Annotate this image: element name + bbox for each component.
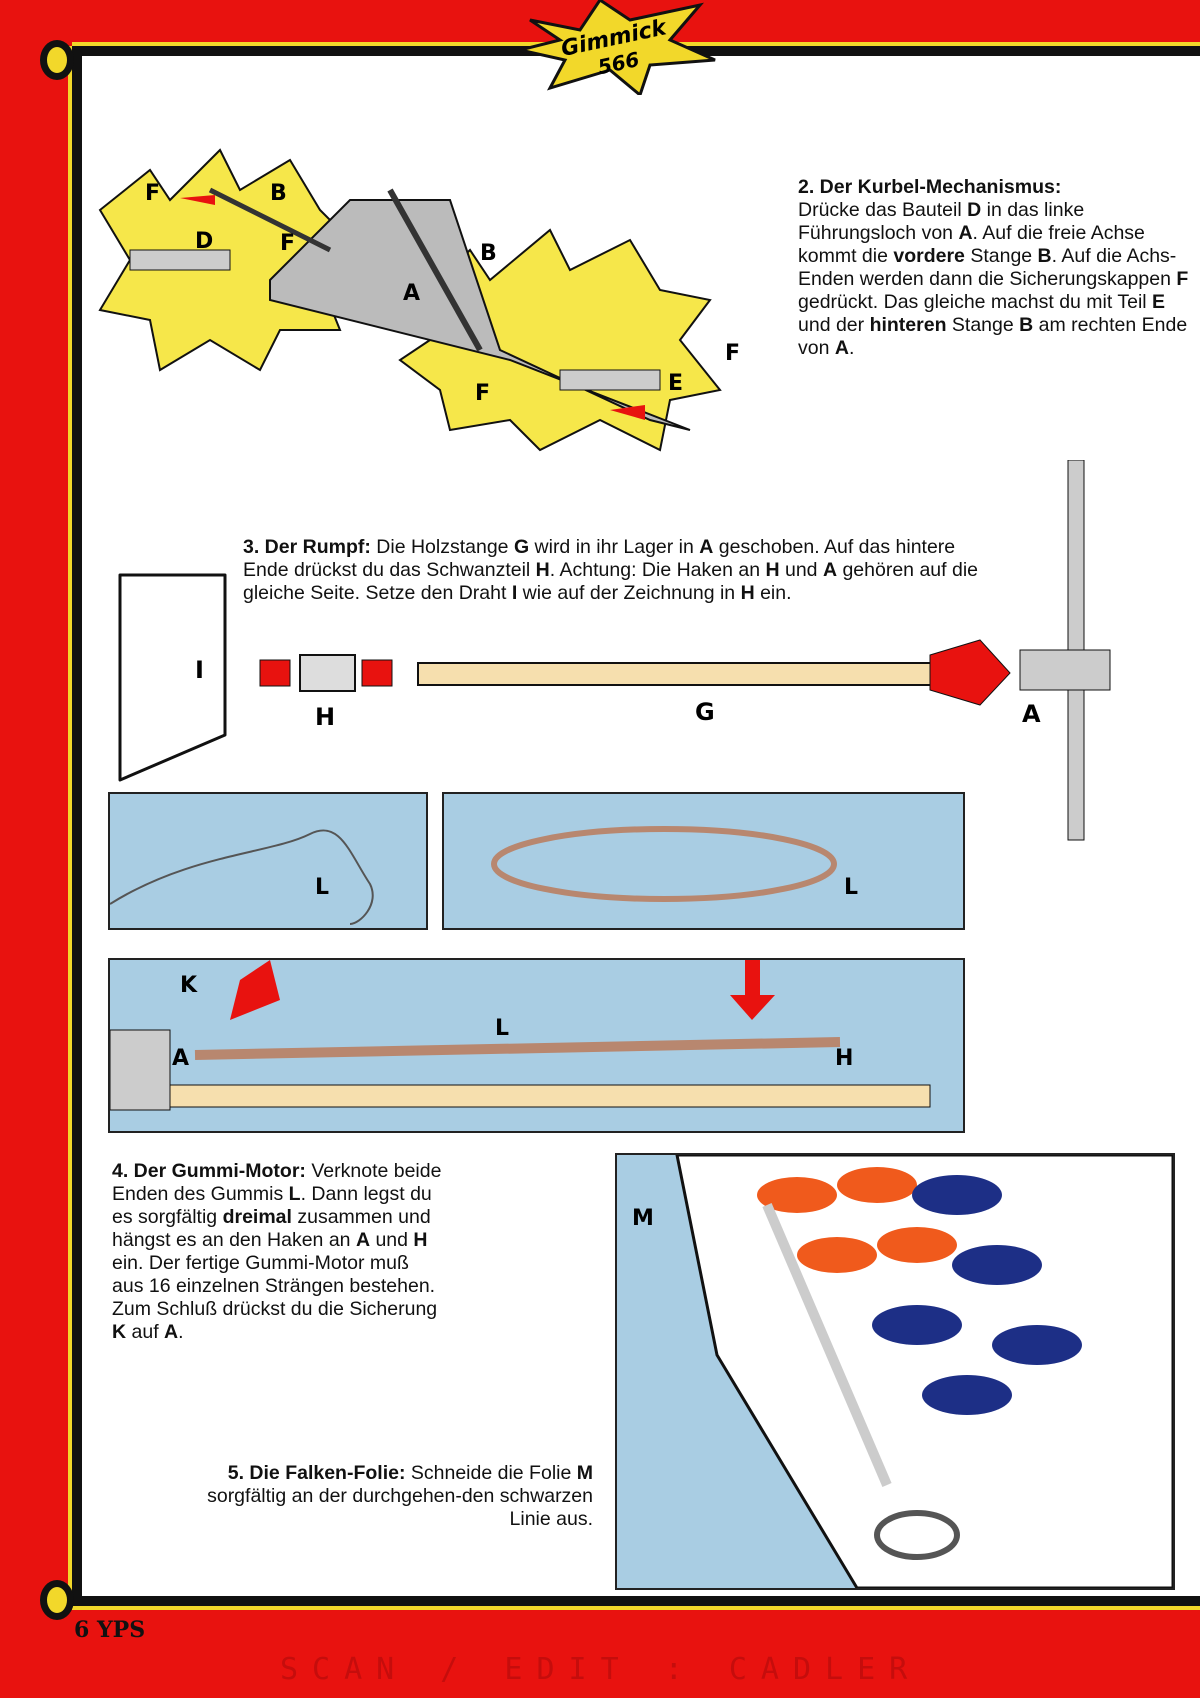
text-fragment: A — [699, 536, 714, 558]
text-fragment: A — [958, 222, 973, 244]
knot-photo-panel: L — [108, 792, 428, 930]
text-fragment: zusammen und hängst es an den Haken an — [112, 1206, 431, 1251]
label-m: M — [632, 1206, 654, 1231]
text-fragment: Drücke das Bauteil — [798, 199, 968, 221]
text-fragment: . Dann legst du es sorgfältig — [112, 1183, 432, 1228]
text-fragment: M — [576, 1462, 593, 1484]
label-b: B — [270, 181, 287, 206]
text-fragment: vordere — [893, 245, 965, 267]
page-folio: 6 YPS — [74, 1617, 146, 1643]
border-curl-bottom — [40, 1580, 74, 1620]
text-fragment: Stange — [946, 314, 1020, 336]
section3-text: 3. Der Rumpf: Die Holzstange G wird in i… — [243, 536, 1003, 605]
text-fragment: wird in ihr Lager in — [529, 536, 700, 558]
gimmick-badge: Gimmick 566 — [520, 0, 716, 95]
text-fragment: ein. Der fertige Gummi-Motor muß aus 16 … — [112, 1252, 438, 1320]
section5-title: 5. Die Falken-Folie: — [227, 1462, 406, 1484]
label-f: F — [725, 341, 740, 366]
text-fragment: A — [834, 337, 849, 359]
label-h: H — [835, 1046, 853, 1071]
scan-watermark: SCAN / EDIT : CADLER — [280, 1652, 922, 1687]
text-fragment: B — [1037, 245, 1052, 267]
text-fragment: Schneide die Folie — [405, 1462, 577, 1484]
text-fragment: geschoben. Auf das hintere Ende drückst … — [243, 536, 956, 581]
text-fragment: A — [355, 1229, 371, 1251]
text-fragment: H — [740, 582, 755, 604]
text-fragment: . — [178, 1321, 184, 1343]
text-fragment: gedrückt. Das gleiche machst du mit Teil — [798, 291, 1153, 313]
text-fragment: wie auf der Zeichnung in — [517, 582, 741, 604]
label-l: L — [315, 875, 329, 900]
section5-text: 5. Die Falken-Folie: Schneide die Folie … — [195, 1462, 593, 1531]
fuselage-illustration: I H G A — [118, 460, 1111, 841]
label-l: L — [844, 875, 858, 900]
text-fragment: auf — [126, 1321, 165, 1343]
text-fragment: und — [370, 1229, 414, 1251]
label-a: A — [1022, 700, 1041, 728]
text-fragment: D — [967, 199, 982, 221]
text-fragment: hinteren — [869, 314, 947, 336]
text-fragment: am rechten Ende von — [798, 314, 1188, 359]
label-h: H — [315, 703, 335, 731]
motor-assembly-panel: K A L H — [108, 958, 965, 1133]
text-fragment: und — [779, 559, 823, 581]
label-g: G — [695, 698, 715, 726]
text-fragment: A — [164, 1321, 179, 1343]
text-fragment: Die Holzstange — [370, 536, 514, 558]
text-fragment: H — [765, 559, 780, 581]
text-fragment: I — [511, 582, 518, 604]
label-i: I — [195, 656, 204, 684]
text-fragment: H — [413, 1229, 428, 1251]
text-fragment: B — [1019, 314, 1034, 336]
border-curl-top — [40, 40, 74, 80]
label-a: A — [403, 281, 420, 306]
label-e: E — [668, 371, 683, 396]
section2-text: 2. Der Kurbel-Mechanismus: Drücke das Ba… — [798, 176, 1198, 360]
label-f: F — [280, 231, 295, 256]
text-fragment: G — [513, 536, 530, 558]
section4-text: 4. Der Gummi-Motor: Verknote beide Enden… — [112, 1160, 442, 1344]
text-fragment: . Auf die Achs-Enden werden dann die Sic… — [798, 245, 1177, 290]
label-d: D — [195, 229, 213, 254]
text-fragment: sorgfältig an der durchgehen-den schwarz… — [207, 1485, 593, 1530]
text-fragment: . — [848, 337, 855, 359]
label-k: K — [180, 973, 198, 998]
crank-mechanism-illustration: F B D F A B F E F — [98, 148, 740, 452]
label-b: B — [480, 241, 497, 266]
text-fragment: E — [1152, 291, 1166, 313]
label-f: F — [145, 181, 160, 206]
text-fragment: in das linke Führungsloch von — [798, 199, 1085, 244]
label-a: A — [172, 1046, 189, 1071]
text-fragment: . Achtung: Die Haken an — [549, 559, 766, 581]
text-fragment: ein. — [754, 582, 792, 604]
text-fragment: L — [288, 1183, 301, 1205]
text-fragment: Stange — [964, 245, 1038, 267]
coil-photo-panel: L — [442, 792, 965, 930]
text-fragment: K — [112, 1321, 127, 1343]
text-fragment: Verknote beide Enden des Gummis — [112, 1160, 442, 1205]
section2-title: 2. Der Kurbel-Mechanismus: — [798, 176, 1062, 198]
label-l: L — [495, 1016, 509, 1041]
text-fragment: . Auf die freie Achse kommt die — [798, 222, 1145, 267]
section4-title: 4. Der Gummi-Motor: — [112, 1160, 306, 1182]
text-fragment: F — [1176, 268, 1189, 290]
text-fragment: gehören auf die gleiche Seite. Setze den… — [243, 559, 978, 604]
text-fragment: dreimal — [222, 1206, 292, 1228]
text-fragment: A — [822, 559, 838, 581]
section3-title: 3. Der Rumpf: — [243, 536, 371, 558]
label-f: F — [475, 381, 490, 406]
foil-cutting-panel: M — [615, 1153, 1175, 1590]
text-fragment: und der — [798, 314, 870, 336]
text-fragment: H — [535, 559, 550, 581]
